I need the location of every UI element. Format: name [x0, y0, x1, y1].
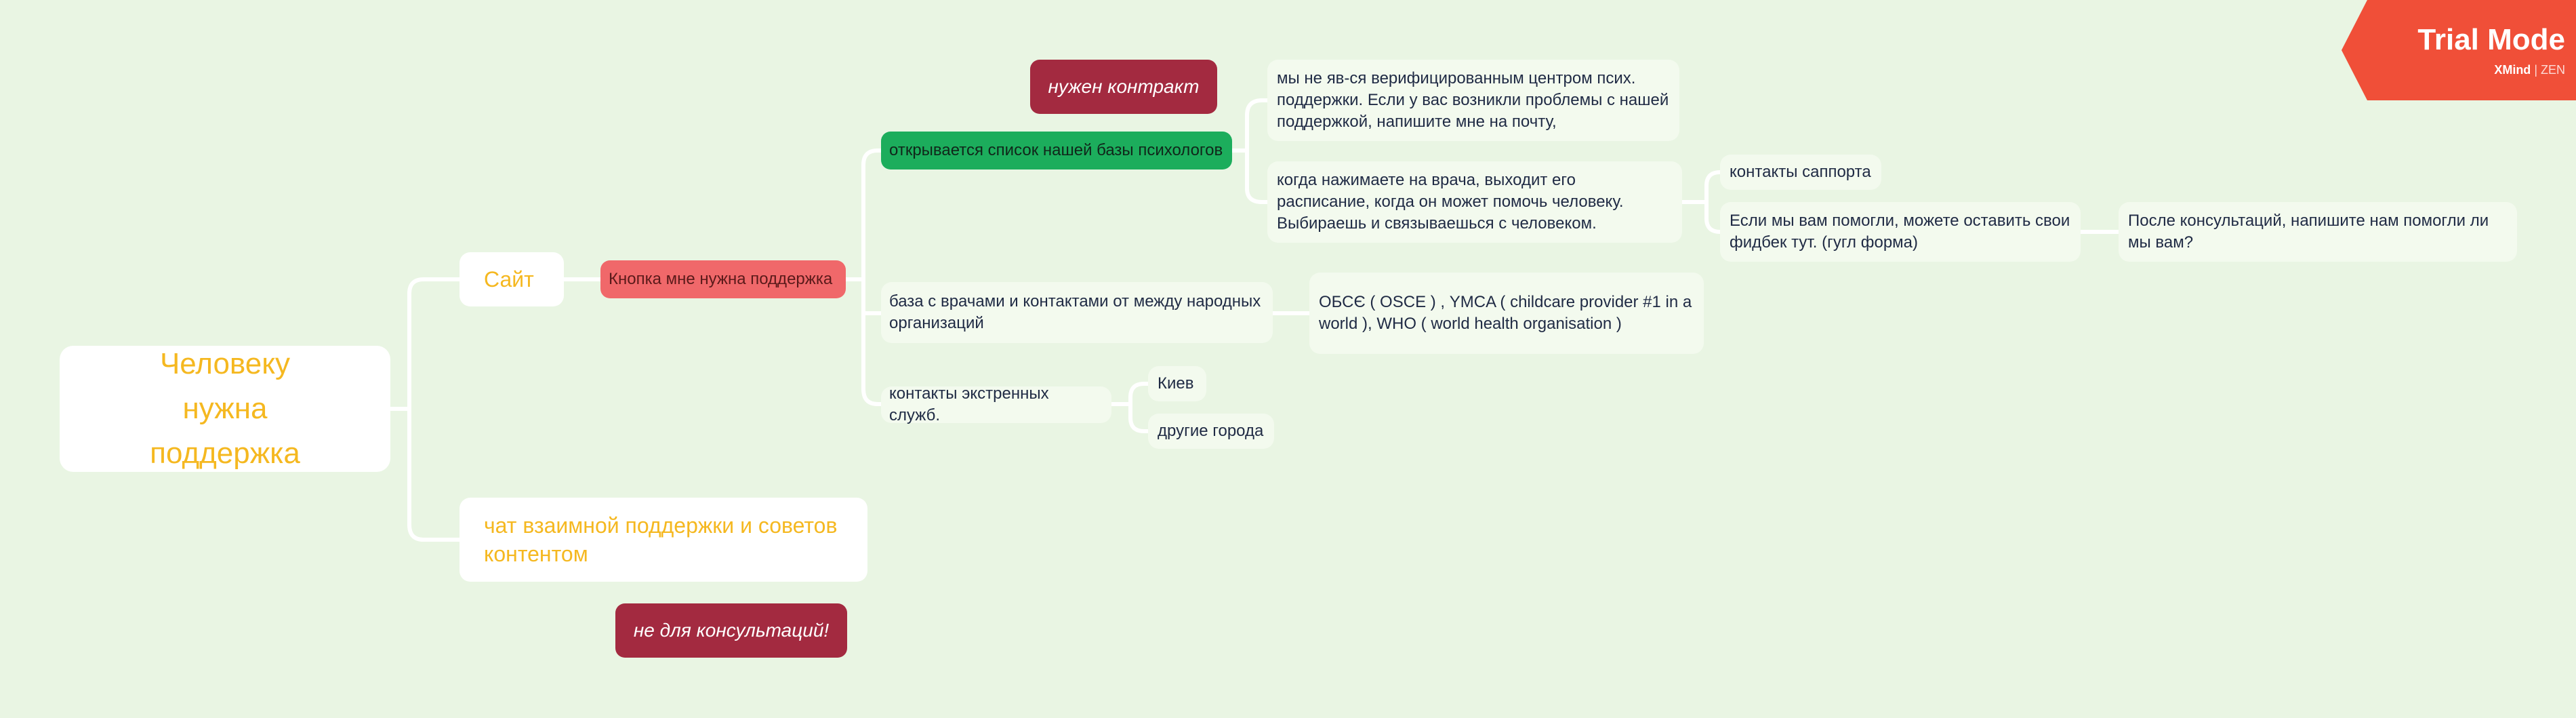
note-not-for-consultations-label: не для консультаций! — [633, 620, 830, 641]
topic-doctors-base-label: база с врачами и контактами от между нар… — [889, 292, 1261, 332]
topic-after-consultation[interactable]: После консультаций, напишите нам помогли… — [2119, 202, 2517, 262]
topic-doctor-schedule[interactable]: когда нажимаете на врача, выходит его ра… — [1267, 161, 1682, 243]
root-topic[interactable]: Человеку нужна поддержка — [60, 346, 390, 472]
topic-support-button-label: Кнопка мне нужна поддержка — [609, 270, 833, 288]
topic-psych-list-label: открывается список нашей базы психологов — [889, 141, 1223, 159]
trial-mode-banner[interactable]: Trial Mode XMind | ZEN — [2342, 0, 2576, 100]
topic-support-contacts[interactable]: контакты саппорта — [1720, 155, 1881, 190]
topic-feedback[interactable]: Если мы вам помогли, можете оставить сво… — [1720, 202, 2081, 262]
topic-support-contacts-label: контакты саппорта — [1730, 163, 1871, 181]
topic-not-verified[interactable]: мы не яв-ся верифицированным центром пси… — [1267, 60, 1679, 141]
topic-support-button[interactable]: Кнопка мне нужна поддержка — [600, 260, 846, 298]
note-contract-required[interactable]: нужен контракт — [1030, 60, 1217, 114]
topic-support-chat[interactable]: чат взаимной поддержки и советов контент… — [459, 498, 867, 582]
topic-after-consultation-label: После консультаций, напишите нам помогли… — [2128, 212, 2489, 252]
trial-mode-brand: XMind | ZEN — [2396, 62, 2565, 77]
xmind-edition-label: ZEN — [2541, 63, 2565, 77]
topic-kyiv-label: Киев — [1158, 374, 1194, 393]
topic-other-cities-label: другие города — [1158, 422, 1264, 440]
trial-mode-title: Trial Mode — [2417, 23, 2565, 56]
note-not-for-consultations[interactable]: не для консультаций! — [615, 603, 847, 658]
trial-banner-shape — [2342, 0, 2576, 100]
topic-site-label: Сайт — [484, 267, 534, 292]
topic-support-chat-label: чат взаимной поддержки и советов контент… — [484, 513, 838, 566]
topic-not-verified-label: мы не яв-ся верифицированным центром пси… — [1277, 69, 1669, 131]
topic-site[interactable]: Сайт — [459, 252, 564, 306]
topic-feedback-label: Если мы вам помогли, можете оставить сво… — [1730, 212, 2070, 252]
xmind-brand-label: XMind — [2494, 63, 2531, 77]
note-contract-required-label: нужен контракт — [1048, 76, 1200, 97]
topic-orgs-label: ОБСЄ ( OSCE ) , YMCA ( childcare provide… — [1319, 293, 1692, 333]
topic-emergency-contacts-label: контакты экстренных служб. — [889, 384, 1049, 424]
brand-separator: | — [2531, 63, 2541, 77]
topic-orgs[interactable]: ОБСЄ ( OSCE ) , YMCA ( childcare provide… — [1309, 273, 1704, 354]
topic-emergency-contacts[interactable]: контакты экстренных служб. — [881, 384, 1111, 424]
topic-other-cities[interactable]: другие города — [1148, 414, 1274, 449]
topic-doctor-schedule-label: когда нажимаете на врача, выходит его ра… — [1277, 171, 1624, 233]
topic-kyiv[interactable]: Киев — [1148, 366, 1206, 401]
topic-psych-list[interactable]: открывается список нашей базы психологов — [881, 132, 1232, 169]
topic-doctors-base[interactable]: база с врачами и контактами от между нар… — [881, 282, 1273, 343]
root-topic-label: Человеку нужна поддержка — [150, 347, 300, 470]
